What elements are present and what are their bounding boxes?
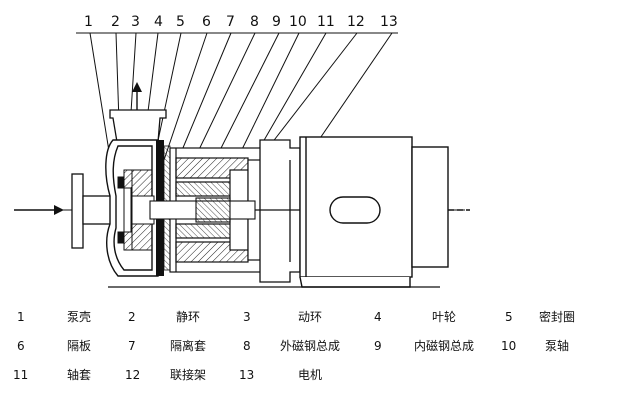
legend-num-11: 11 xyxy=(13,368,29,382)
inlet-flange xyxy=(71,173,114,249)
legend-name-3: 动环 xyxy=(297,310,323,324)
callout-10: 10 xyxy=(289,14,307,30)
inlet-arrow xyxy=(14,205,64,215)
outlet-nozzle xyxy=(109,109,167,143)
legend-name-10: 泵轴 xyxy=(544,339,570,353)
pump-cross-section-diagram: 1 2 3 4 5 6 7 8 9 10 11 12 13 xyxy=(14,14,470,288)
legend-num-1: 1 xyxy=(17,310,25,324)
legend-num-4: 4 xyxy=(374,310,382,324)
callout-5: 5 xyxy=(176,14,185,30)
callout-12: 12 xyxy=(347,14,365,30)
callout-6: 6 xyxy=(202,14,211,30)
legend-name-8: 外磁钢总成 xyxy=(279,339,341,353)
legend-num-10: 10 xyxy=(501,339,517,353)
motor xyxy=(299,136,470,288)
legend-name-7: 隔离套 xyxy=(169,339,207,353)
callout-1: 1 xyxy=(84,14,93,30)
legend-name-1: 泵壳 xyxy=(66,310,92,324)
legend-num-12: 12 xyxy=(125,368,141,382)
coupling-bracket xyxy=(255,139,301,283)
legend-num-2: 2 xyxy=(128,310,136,324)
callout-7: 7 xyxy=(226,14,235,30)
callout-11: 11 xyxy=(317,14,335,30)
legend-name-9: 内磁钢总成 xyxy=(413,339,475,353)
callout-3: 3 xyxy=(131,14,140,30)
callout-4: 4 xyxy=(154,14,163,30)
legend-name-4: 叶轮 xyxy=(431,310,457,324)
callout-numbers: 1 2 3 4 5 6 7 8 9 10 11 12 13 xyxy=(84,14,398,30)
legend-num-5: 5 xyxy=(505,310,513,324)
callout-2: 2 xyxy=(111,14,120,30)
parts-legend: 1 泵壳 2 静环 3 动环 4 叶轮 5 密封圈 6 隔板 7 隔离套 8 外… xyxy=(0,300,638,411)
legend-name-13: 电机 xyxy=(297,368,323,382)
seal-rings xyxy=(117,176,132,244)
callout-13: 13 xyxy=(380,14,398,30)
legend-num-8: 8 xyxy=(243,339,251,353)
legend-num-13: 13 xyxy=(239,368,255,382)
legend-name-12: 联接架 xyxy=(169,368,207,382)
callout-8: 8 xyxy=(250,14,259,30)
legend-num-7: 7 xyxy=(128,339,136,353)
legend-name-6: 隔板 xyxy=(66,339,92,353)
legend-num-3: 3 xyxy=(243,310,251,324)
pump-shaft xyxy=(149,197,256,223)
legend-name-2: 静环 xyxy=(175,310,201,324)
legend-num-9: 9 xyxy=(374,339,382,353)
callout-9: 9 xyxy=(272,14,281,30)
legend-name-11: 轴套 xyxy=(66,368,92,382)
legend-name-5: 密封圈 xyxy=(538,310,576,324)
legend-num-6: 6 xyxy=(17,339,25,353)
